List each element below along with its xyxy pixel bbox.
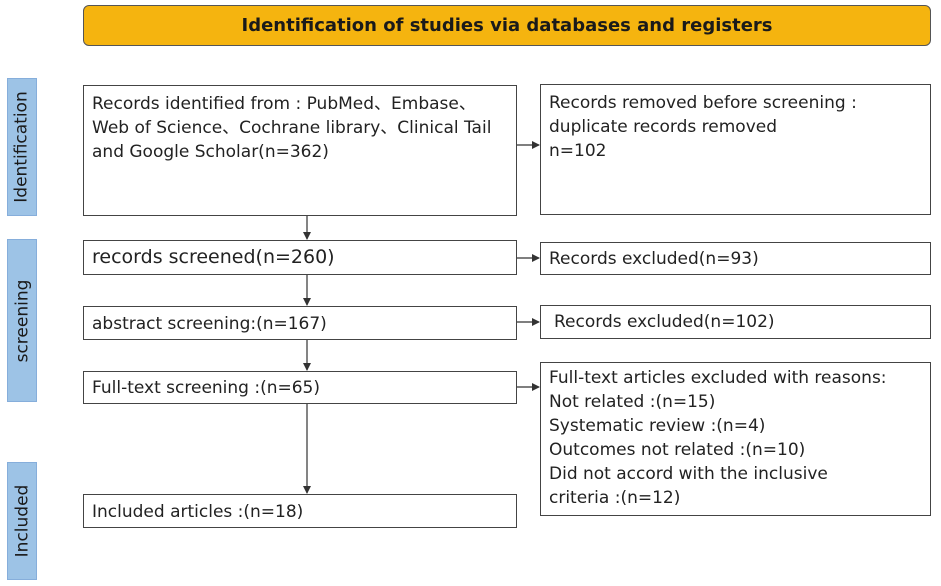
records-excluded-102-box: Records excluded(n=102) [540, 305, 931, 339]
records-removed-box: Records removed before screening : dupli… [540, 84, 931, 215]
records-screened-box: records screened(n=260) [83, 240, 517, 275]
fulltext-excluded-reason-4b: criteria :(n=12) [549, 488, 681, 508]
abstract-screening-text: abstract screening:(n=167) [92, 314, 327, 334]
records-identified-box: Records identified from : PubMed、Embase、… [83, 85, 517, 216]
fulltext-excluded-reason-3: Outcomes not related :(n=10) [549, 440, 806, 460]
phase-screening: screening [7, 239, 37, 402]
records-removed-line-2: duplicate records removed [549, 117, 778, 137]
included-articles-text: Included articles :(n=18) [92, 502, 304, 522]
phase-identification: Identification [7, 78, 37, 216]
records-identified-line-2: Web of Science、Cochrane library、Clinical… [92, 118, 492, 138]
phase-included: Included [7, 462, 37, 580]
records-identified-line-1: Records identified from : PubMed、Embase、 [92, 94, 476, 114]
fulltext-screening-box: Full-text screening :(n=65) [83, 371, 517, 404]
fulltext-excluded-reason-2: Systematic review :(n=4) [549, 416, 766, 436]
fulltext-excluded-reason-1: Not related :(n=15) [549, 392, 716, 412]
fulltext-screening-text: Full-text screening :(n=65) [92, 378, 321, 398]
records-screened-text: records screened(n=260) [92, 246, 335, 268]
records-excluded-93-box: Records excluded(n=93) [540, 242, 931, 275]
records-identified-line-3: and Google Scholar(n=362) [92, 142, 329, 162]
fulltext-excluded-box: Full-text articles excluded with reasons… [540, 362, 931, 516]
abstract-screening-box: abstract screening:(n=167) [83, 306, 517, 340]
records-removed-line-3: n=102 [549, 141, 607, 161]
records-removed-line-1: Records removed before screening : [549, 93, 857, 113]
title-text: Identification of studies via databases … [241, 15, 773, 36]
records-excluded-93-text: Records excluded(n=93) [549, 249, 759, 269]
fulltext-excluded-heading: Full-text articles excluded with reasons… [549, 368, 887, 388]
records-excluded-102-text: Records excluded(n=102) [554, 312, 775, 332]
title-banner: Identification of studies via databases … [83, 5, 931, 46]
fulltext-excluded-reason-4a: Did not accord with the inclusive [549, 464, 828, 484]
included-articles-box: Included articles :(n=18) [83, 494, 517, 528]
